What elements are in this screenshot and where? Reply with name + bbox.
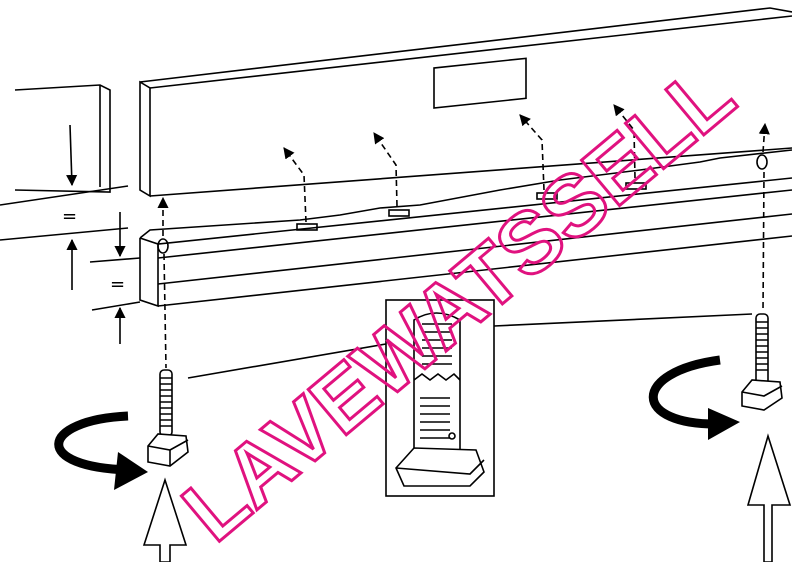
right-rotation-arrow bbox=[648, 355, 740, 440]
left-adjacent-panel bbox=[0, 84, 129, 241]
rail-extension-lines bbox=[89, 257, 141, 311]
right-leveling-foot bbox=[741, 313, 783, 411]
clip-release-arrows bbox=[283, 104, 636, 223]
top-cover-panel bbox=[139, 7, 792, 198]
left-leveling-foot bbox=[147, 369, 189, 467]
right-alignment-line bbox=[758, 122, 770, 313]
base-rail bbox=[139, 149, 792, 308]
left-lift-arrow bbox=[142, 477, 188, 562]
left-alignment-line bbox=[157, 196, 169, 369]
base-rail-equal-mark: = bbox=[110, 274, 125, 295]
right-lift-arrow bbox=[746, 433, 792, 562]
left-panel-equal-mark: = bbox=[62, 206, 77, 227]
foot-detail-inset bbox=[385, 299, 495, 497]
left-rotation-arrow bbox=[54, 411, 148, 490]
left-height-arrow-down bbox=[66, 124, 78, 187]
detail-callout-lines bbox=[187, 313, 753, 379]
